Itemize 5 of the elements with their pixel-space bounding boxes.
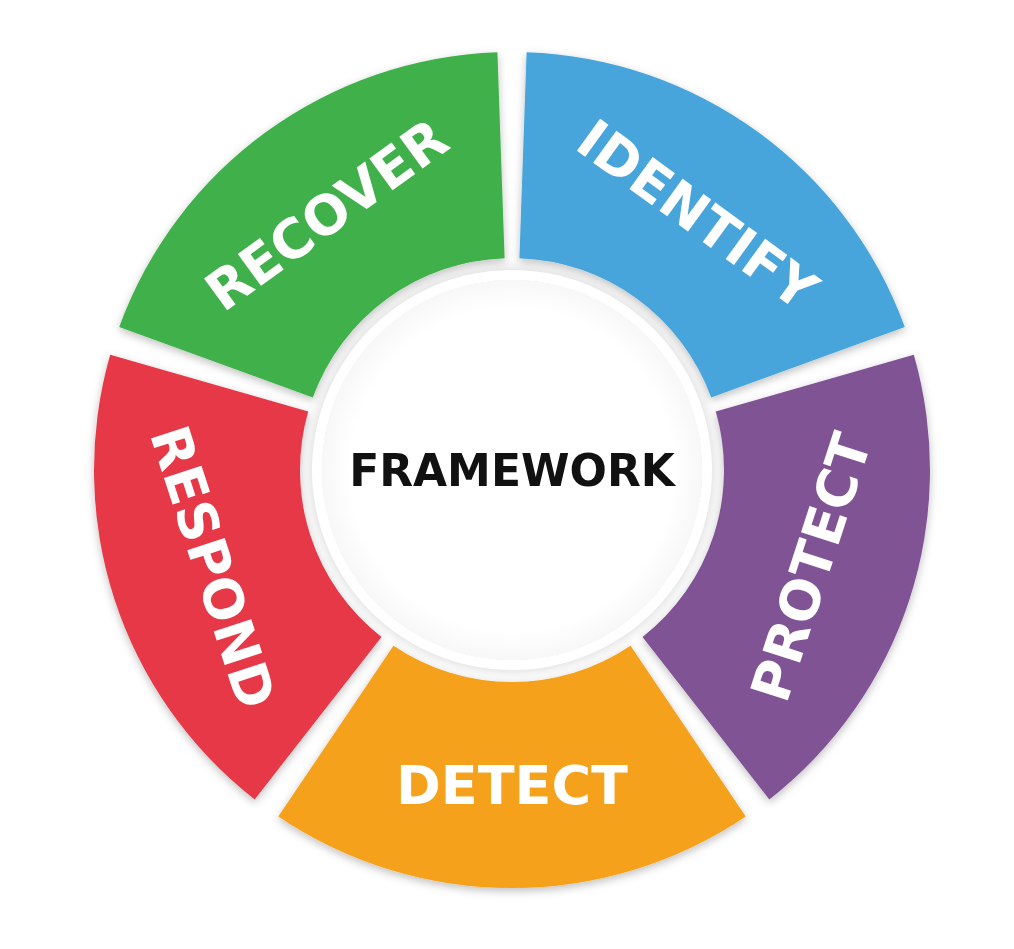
center-label: FRAMEWORK xyxy=(349,444,675,496)
ring-segment xyxy=(519,52,905,398)
ring-segment xyxy=(119,52,505,398)
segment-label: DETECT xyxy=(396,753,628,817)
ring-segment xyxy=(278,645,746,888)
